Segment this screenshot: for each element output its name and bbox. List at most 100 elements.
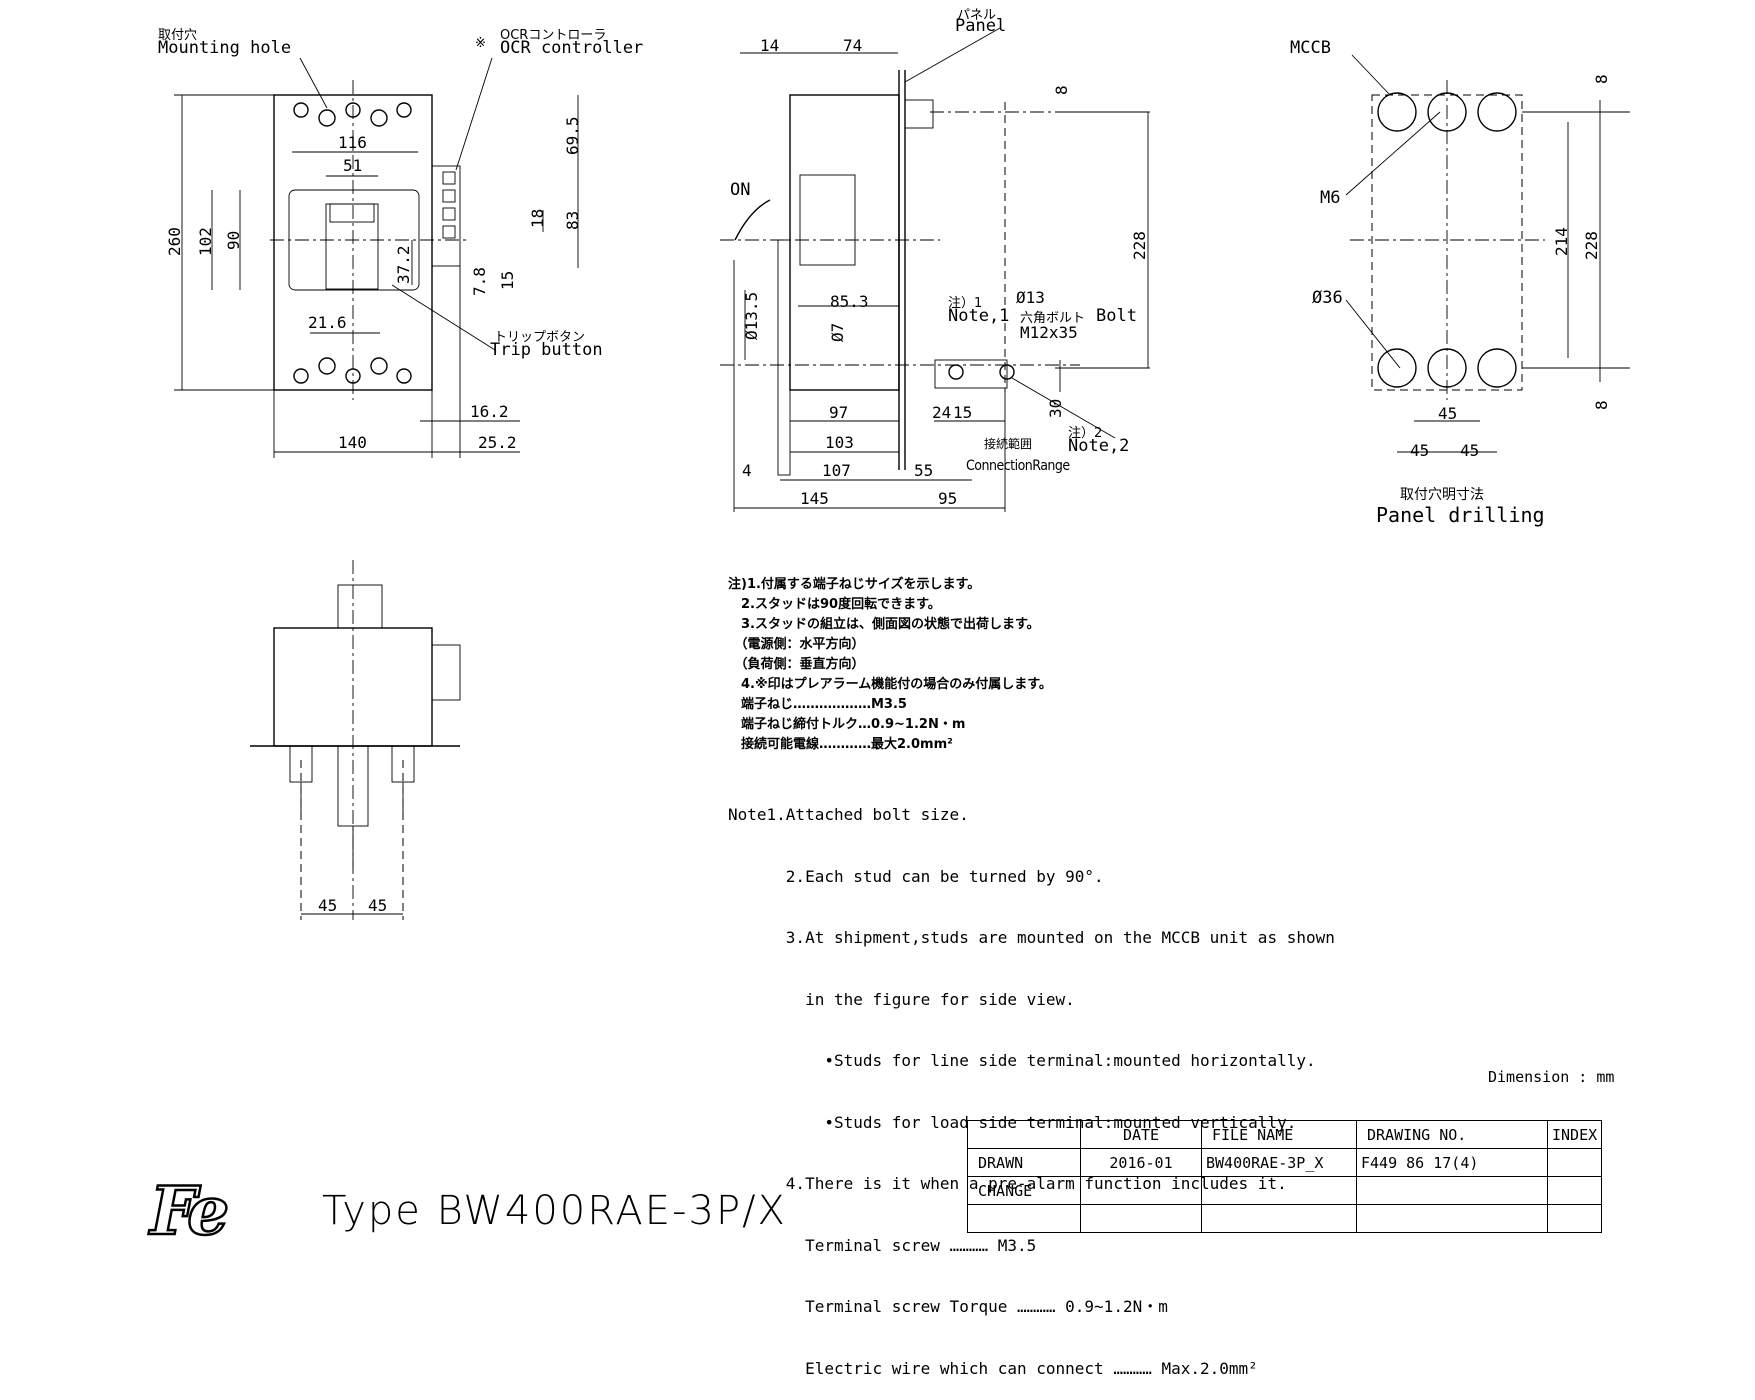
note-jp-line: 4.※印はプレアラーム機能付の場合のみ付属します。 <box>728 677 1052 692</box>
dim-102: 102 <box>196 227 215 256</box>
table-cell <box>1080 1176 1202 1205</box>
dim-95: 95 <box>938 489 958 508</box>
mounting-hole-jp-label: 取付穴 <box>158 28 198 43</box>
dim-16-2: 16.2 <box>470 402 509 421</box>
panel-jp-label: パネル <box>957 8 997 23</box>
note-jp-line: 端子ねじ………………M3.5 <box>728 697 907 712</box>
dim-85-3: 85.3 <box>830 292 869 311</box>
table-cell <box>1546 1176 1603 1205</box>
table-cell <box>1080 1204 1202 1233</box>
dim-dia-13-5: Ø13.5 <box>742 291 761 340</box>
dim-8-side: 8 <box>1052 85 1071 95</box>
dim-228-side: 228 <box>1130 231 1149 260</box>
note-jp-line: 2.スタッドは90度回転できます。 <box>728 597 941 612</box>
dim-116: 116 <box>338 133 367 152</box>
note-en-line: Terminal screw Torque ………… 0.9~1.2N・m <box>728 1297 1168 1316</box>
table-row: DATE FILE NAME DRAWING NO. INDEX <box>967 1120 1603 1149</box>
table-cell: BW400RAE-3P_X <box>1201 1148 1357 1177</box>
dia-36-label: Ø36 <box>1312 288 1343 308</box>
dim-74: 74 <box>843 36 863 55</box>
table-row: DRAWN 2016-01 BW400RAE-3P_X F449 86 17(4… <box>967 1148 1603 1177</box>
ocr-controller-label: OCR controller <box>500 38 644 58</box>
table-row: CHANGE <box>967 1176 1603 1205</box>
bottom-dim-45-left: 45 <box>318 896 338 915</box>
dimension-unit: Dimension : mm <box>1488 1068 1615 1086</box>
note-en-line: •Studs for line side terminal:mounted ho… <box>728 1051 1316 1070</box>
dim-8-bottom: 8 <box>1592 400 1611 410</box>
dim-4: 4 <box>742 461 752 480</box>
bolt-size-label: M12x35 <box>1020 323 1078 342</box>
note-en-line: 2.Each stud can be turned by 90°. <box>728 866 1104 886</box>
dim-97: 97 <box>829 403 849 422</box>
table-cell: DRAWING NO. <box>1356 1120 1548 1149</box>
technical-drawing <box>174 27 1630 920</box>
dim-8-top: 8 <box>1592 74 1611 84</box>
note1-label: Note,1 <box>948 306 1010 326</box>
dim-21-6: 21.6 <box>308 313 347 332</box>
bottom-dim-45-right: 45 <box>368 896 388 915</box>
mounting-hole-label: Mounting hole <box>158 38 292 58</box>
note-jp-line: 接続可能電線…………最大2.0mm² <box>728 737 953 752</box>
note-jp-line: （電源側：水平方向） <box>728 637 865 652</box>
table-cell: INDEX <box>1546 1120 1603 1149</box>
table-cell <box>967 1204 1081 1233</box>
dim-15-side: 15 <box>953 403 973 422</box>
table-cell <box>967 1120 1081 1149</box>
note2-jp-label: 注）2 <box>1068 426 1103 441</box>
dim-25-2: 25.2 <box>478 433 517 452</box>
dim-18: 18 <box>528 208 547 228</box>
dim-214: 214 <box>1552 227 1571 256</box>
table-cell: DRAWN <box>967 1148 1081 1177</box>
m6-label: M6 <box>1320 188 1341 208</box>
table-cell <box>1356 1204 1548 1233</box>
dim-15: 15 <box>498 270 517 290</box>
table-cell: DATE <box>1080 1120 1202 1149</box>
bottom-view <box>250 560 461 920</box>
on-label: ON <box>730 180 751 200</box>
note-en-line: Terminal screw ………… M3.5 <box>728 1235 1037 1255</box>
dim-45-right: 45 <box>1460 441 1480 460</box>
note-en-line: Note1.Attached bolt size. <box>728 805 969 824</box>
table-cell: CHANGE <box>967 1176 1081 1205</box>
ocr-mark: ※ <box>475 36 486 51</box>
panel-drilling-view <box>1345 54 1630 453</box>
table-cell <box>1546 1204 1603 1233</box>
dim-140: 140 <box>338 433 367 452</box>
dim-7-8: 7.8 <box>470 267 489 296</box>
dim-69-5: 69.5 <box>563 116 582 155</box>
note-jp-line: （負荷側：垂直方向） <box>728 657 865 672</box>
notes-english: Note1.Attached bolt size. 2.Each stud ca… <box>728 764 1335 1400</box>
dim-30: 30 <box>1046 398 1065 418</box>
panel-drilling-jp-caption: 取付穴明寸法 <box>1400 487 1484 503</box>
table-cell <box>1201 1204 1357 1233</box>
dim-83: 83 <box>563 210 582 230</box>
mccb-label: MCCB <box>1290 38 1331 58</box>
note-en-line: 3.At shipment,studs are mounted on the M… <box>728 928 1335 947</box>
side-view <box>720 27 1150 512</box>
title-block-table: DATE FILE NAME DRAWING NO. INDEX DRAWN 2… <box>967 1120 1603 1233</box>
drawing-title: Type BW400RAE-3P/X <box>322 1188 787 1234</box>
dim-55: 55 <box>914 461 934 480</box>
note-en-line: Electric wire which can connect ………… Max… <box>728 1358 1258 1378</box>
dim-45-center: 45 <box>1438 404 1458 423</box>
bolt-label: Bolt <box>1096 306 1137 326</box>
table-row <box>967 1204 1603 1233</box>
dim-228-drill: 228 <box>1582 231 1601 260</box>
note-en-line: in the figure for side view. <box>728 989 1075 1009</box>
bolt-jp-label: 六角ボルト <box>1020 311 1086 326</box>
fuji-electric-logo: Fe <box>149 1171 231 1252</box>
dia-13-label: Ø13 <box>1016 288 1045 307</box>
note1-jp-label: 注）1 <box>948 296 983 311</box>
note-jp-line: 注)1.付属する端子ねじサイズを示します。 <box>728 577 981 592</box>
dim-260: 260 <box>165 227 184 256</box>
dim-dia-7: Ø7 <box>828 322 847 342</box>
trip-button-jp-label: トリップボタン <box>494 330 586 345</box>
dim-145: 145 <box>800 489 829 508</box>
table-cell: FILE NAME <box>1201 1120 1357 1149</box>
table-cell <box>1201 1176 1357 1205</box>
dim-51: 51 <box>343 156 363 175</box>
table-cell <box>1356 1176 1548 1205</box>
connection-range-label: ConnectionRange <box>966 458 1070 474</box>
dim-103: 103 <box>825 433 854 452</box>
dim-24: 24 <box>932 403 952 422</box>
